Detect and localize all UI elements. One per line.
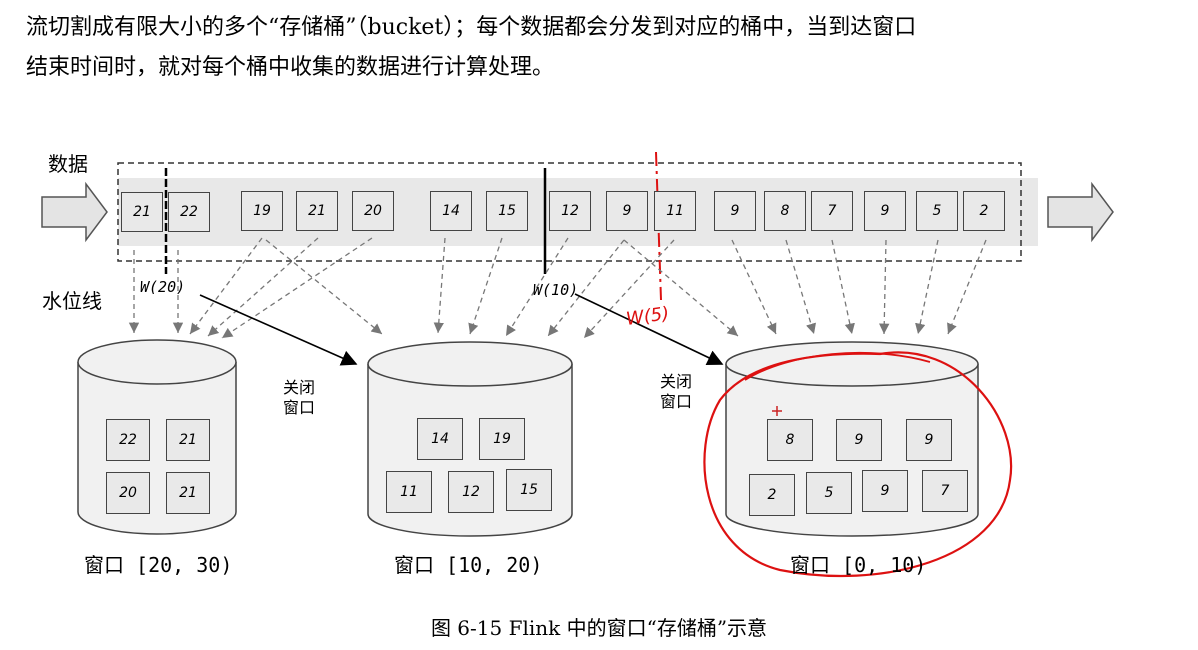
bucket-item: 9	[862, 470, 908, 512]
stream-item: 2	[963, 191, 1005, 231]
close-window-label-2: 关闭窗口	[660, 372, 693, 411]
stream-item: 21	[121, 192, 163, 232]
stream-item: 21	[296, 191, 338, 231]
stream-item: 19	[241, 191, 283, 231]
stream-frame	[117, 162, 1022, 262]
bucket-item: 5	[806, 472, 852, 514]
stream-item: 12	[549, 191, 591, 231]
stream-item: 20	[352, 191, 394, 231]
stream-item: 5	[916, 191, 958, 231]
paragraph-line-2: 结束时间时，就对每个桶中收集的数据进行计算处理。	[26, 55, 555, 80]
bucket-item: 19	[479, 418, 525, 460]
bucket-item: 12	[448, 471, 494, 513]
window-label-20-30: 窗口 [20, 30)	[84, 553, 233, 577]
close-arrow-1	[199, 294, 358, 366]
output-arrow-icon	[1047, 181, 1114, 243]
bucket-item: 9	[836, 419, 882, 461]
bucket-cylinder-1	[77, 339, 237, 535]
stream-item: 22	[168, 192, 210, 232]
red-circle-annotation	[703, 351, 1013, 578]
stream-item: 11	[654, 191, 696, 231]
stream-item: 8	[764, 191, 806, 231]
watermark-label: 水位线	[42, 289, 102, 313]
paragraph-line-1: 流切割成有限大小的多个“存储桶”（bucket）；每个数据都会分发到对应的桶中，…	[26, 15, 917, 40]
window-label-10-20: 窗口 [10, 20)	[394, 553, 543, 577]
watermark-marker-w20: W(20)	[140, 278, 186, 296]
data-label: 数据	[48, 152, 88, 176]
close-window-label-1: 关闭窗口	[283, 378, 316, 417]
bucket-item: 22	[106, 419, 150, 461]
bucket-item: 14	[417, 418, 463, 460]
stream-item: 9	[864, 191, 906, 231]
window-label-0-10: 窗口 [0, 10)	[790, 553, 927, 577]
watermark-marker-w10: W(10)	[533, 281, 579, 299]
stream-item: 7	[811, 191, 853, 231]
bucket-item: 9	[906, 419, 952, 461]
input-arrow-icon	[41, 181, 108, 243]
bucket-item: 7	[922, 470, 968, 512]
bucket-item: 21	[166, 419, 210, 461]
red-plus-mark	[772, 406, 782, 416]
stream-item: 9	[714, 191, 756, 231]
paragraph: 流切割成有限大小的多个“存储桶”（bucket）；每个数据都会分发到对应的桶中，…	[26, 8, 1186, 88]
bucket-item: 2	[749, 474, 795, 516]
figure-caption: 图 6-15 Flink 中的窗口“存储桶”示意	[430, 616, 768, 640]
bucket-item: 8	[767, 419, 813, 461]
bucket-item: 20	[106, 472, 150, 514]
stream-item: 9	[606, 191, 648, 231]
bucket-item: 21	[166, 472, 210, 514]
stream-item: 14	[430, 191, 472, 231]
close-arrow-2	[574, 293, 724, 366]
bucket-item: 15	[506, 469, 552, 511]
bucket-item: 11	[386, 471, 432, 513]
stream-item: 15	[486, 191, 528, 231]
